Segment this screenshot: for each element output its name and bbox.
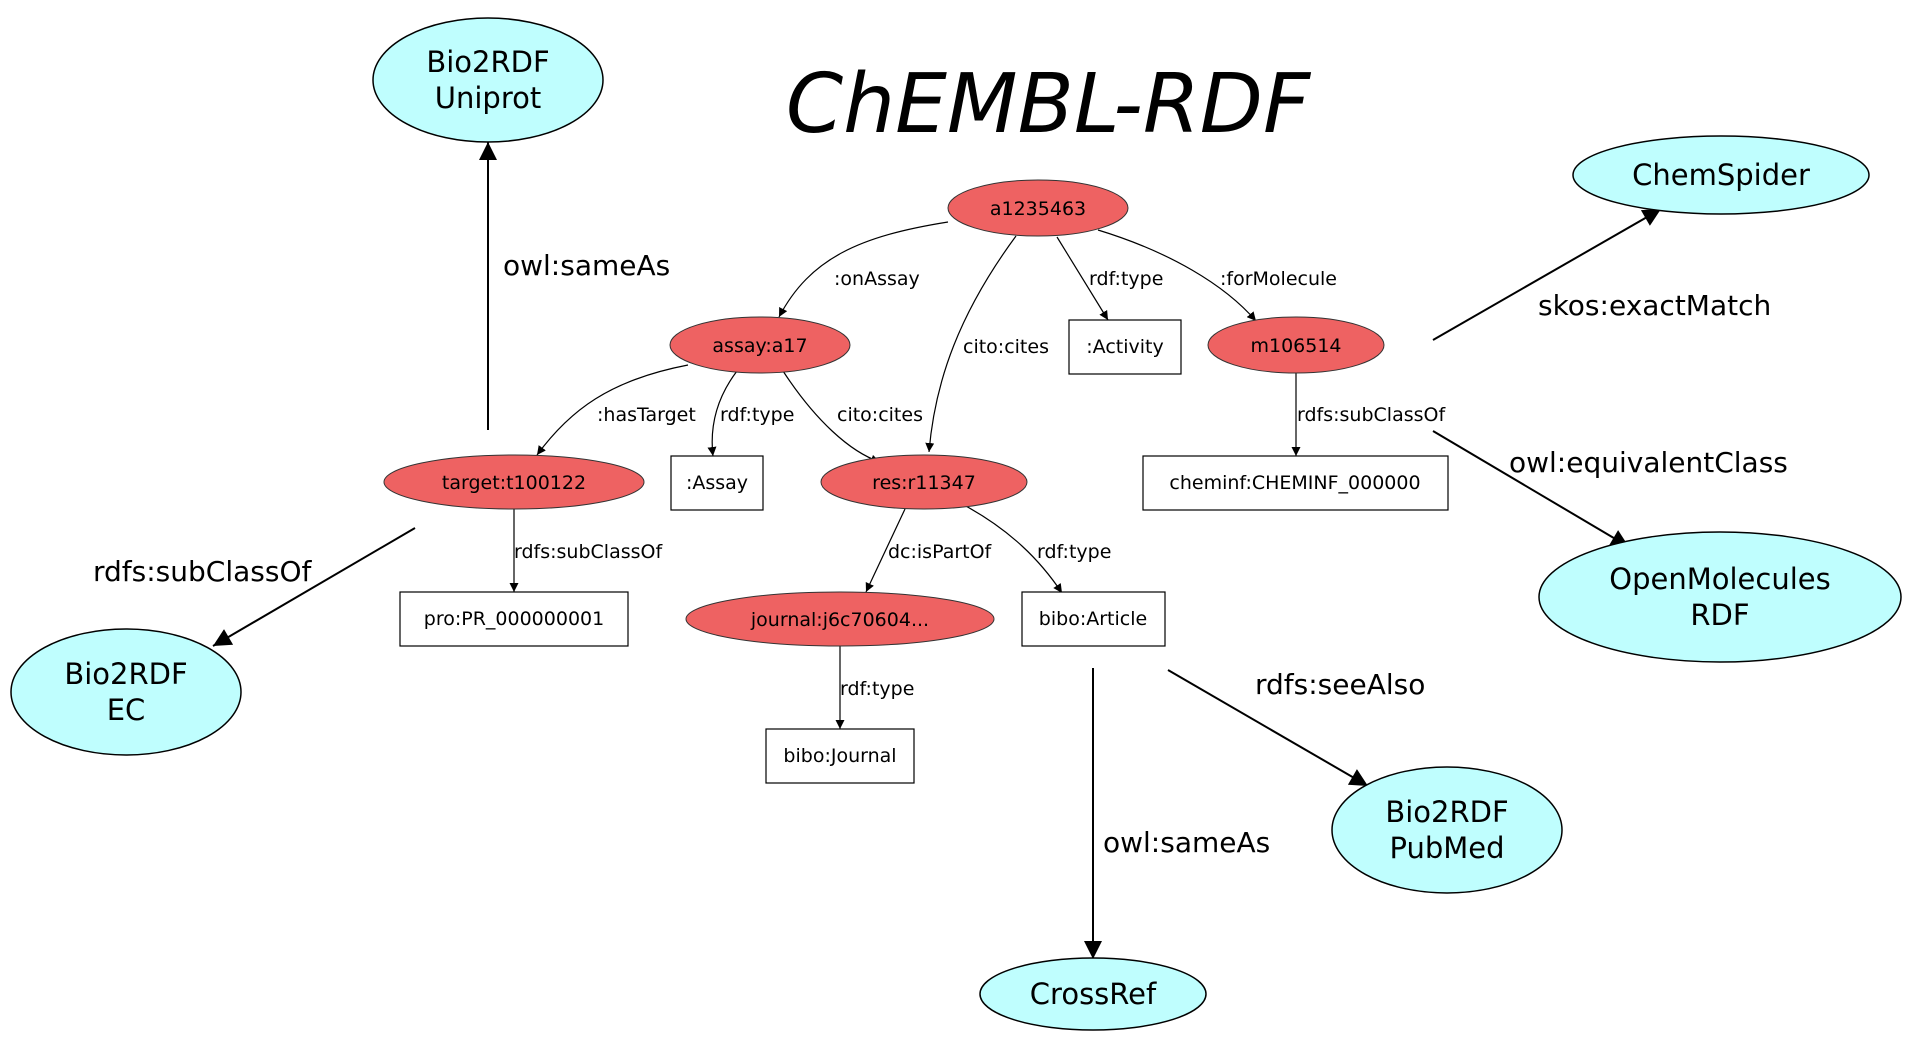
edge-assay-type [707,370,738,457]
link-openmolecules [1432,430,1630,548]
node-activity-label: a1235463 [990,198,1086,220]
external-uniprot-line1: Bio2RDF [426,45,549,79]
node-molecule-label: m106514 [1250,335,1341,357]
node-journal-label: journal:j6c70604... [750,609,929,631]
diagram-title: ChEMBL-RDF [786,57,1312,152]
node-type-assay-label: :Assay [686,472,748,494]
label-journal-type: rdf:type [840,678,914,700]
node-cheminf: cheminf:CHEMINF_000000 [1142,455,1449,511]
label-mol-subclass: rdfs:subClassOf [1297,404,1446,426]
node-target: target:t100122 [383,454,645,510]
label-assay-cites: cito:cites [837,404,923,426]
label-ec-subclass: rdfs:subClassOf [93,555,312,588]
label-is-part-of: dc:isPartOf [888,541,993,563]
external-pubmed-line2: PubMed [1389,831,1504,865]
edge-act-cites [925,235,1017,453]
external-ec: Bio2RDF EC [10,628,242,756]
label-res-type: rdf:type [1037,541,1111,563]
internal-edge-labels: :onAssay cito:cites rdf:type :forMolecul… [514,268,1446,700]
external-pubmed-line1: Bio2RDF [1385,795,1508,829]
node-journal: journal:j6c70604... [685,591,995,647]
internal-edges [509,221,1301,729]
edge-has-target [536,364,689,456]
external-openmolecules: OpenMolecules RDF [1538,531,1902,663]
edge-assay-cites [782,370,881,464]
external-crossref-label: CrossRef [1030,977,1157,1011]
node-bibo-article-label: bibo:Article [1039,608,1147,630]
node-bibo-article: bibo:Article [1021,591,1166,647]
node-target-label: target:t100122 [442,472,586,494]
edge-act-type [1056,236,1109,321]
edge-for-molecule [1097,229,1257,322]
external-chemspider-label: ChemSpider [1632,158,1810,192]
label-act-cites: cito:cites [963,336,1049,358]
node-bibo-journal-label: bibo:Journal [783,745,896,767]
label-owl-equivalent-class: owl:equivalentClass [1509,446,1788,479]
node-assay-label: assay:a17 [712,335,807,357]
external-chemspider: ChemSpider [1572,135,1870,215]
external-pubmed: Bio2RDF PubMed [1331,766,1563,894]
external-uniprot: Bio2RDF Uniprot [372,17,604,143]
external-link-labels: owl:sameAs skos:exactMatch owl:equivalen… [93,249,1788,859]
external-ec-line1: Bio2RDF [64,657,187,691]
node-cheminf-label: cheminf:CHEMINF_000000 [1169,472,1420,494]
node-assay: assay:a17 [669,316,851,374]
node-activity: a1235463 [947,179,1129,237]
label-on-assay: :onAssay [834,268,920,290]
node-type-activity: :Activity [1068,319,1182,375]
external-uniprot-line2: Uniprot [435,81,541,115]
label-has-target: :hasTarget [597,404,696,426]
label-uniprot-same-as: owl:sameAs [503,249,670,282]
node-resource-label: res:r11347 [872,472,976,494]
edge-is-part-of [865,508,906,593]
label-act-type: rdf:type [1089,268,1163,290]
label-skos-exact-match: skos:exactMatch [1538,289,1771,322]
label-target-subclass: rdfs:subClassOf [514,541,663,563]
node-type-assay: :Assay [670,455,764,511]
node-bibo-journal: bibo:Journal [765,728,915,784]
label-for-molecule: :forMolecule [1220,268,1337,290]
link-ec [212,527,416,647]
node-pro: pro:PR_000000001 [399,591,629,647]
external-edges [212,142,1662,959]
label-crossref-same-as: owl:sameAs [1103,826,1270,859]
node-resource: res:r11347 [820,454,1028,510]
link-chemspider [1432,208,1662,341]
node-type-activity-label: :Activity [1086,336,1163,358]
label-see-also: rdfs:seeAlso [1255,668,1425,701]
external-openmolecules-line2: RDF [1690,598,1749,632]
external-openmolecules-line1: OpenMolecules [1609,562,1830,596]
node-molecule: m106514 [1207,316,1385,374]
external-ec-line2: EC [107,693,146,727]
edge-on-assay [778,221,949,318]
node-pro-label: pro:PR_000000001 [424,608,604,630]
link-pubmed [1167,669,1369,787]
external-crossref: CrossRef [979,957,1207,1031]
edge-res-type [963,504,1063,594]
label-assay-type: rdf:type [720,404,794,426]
